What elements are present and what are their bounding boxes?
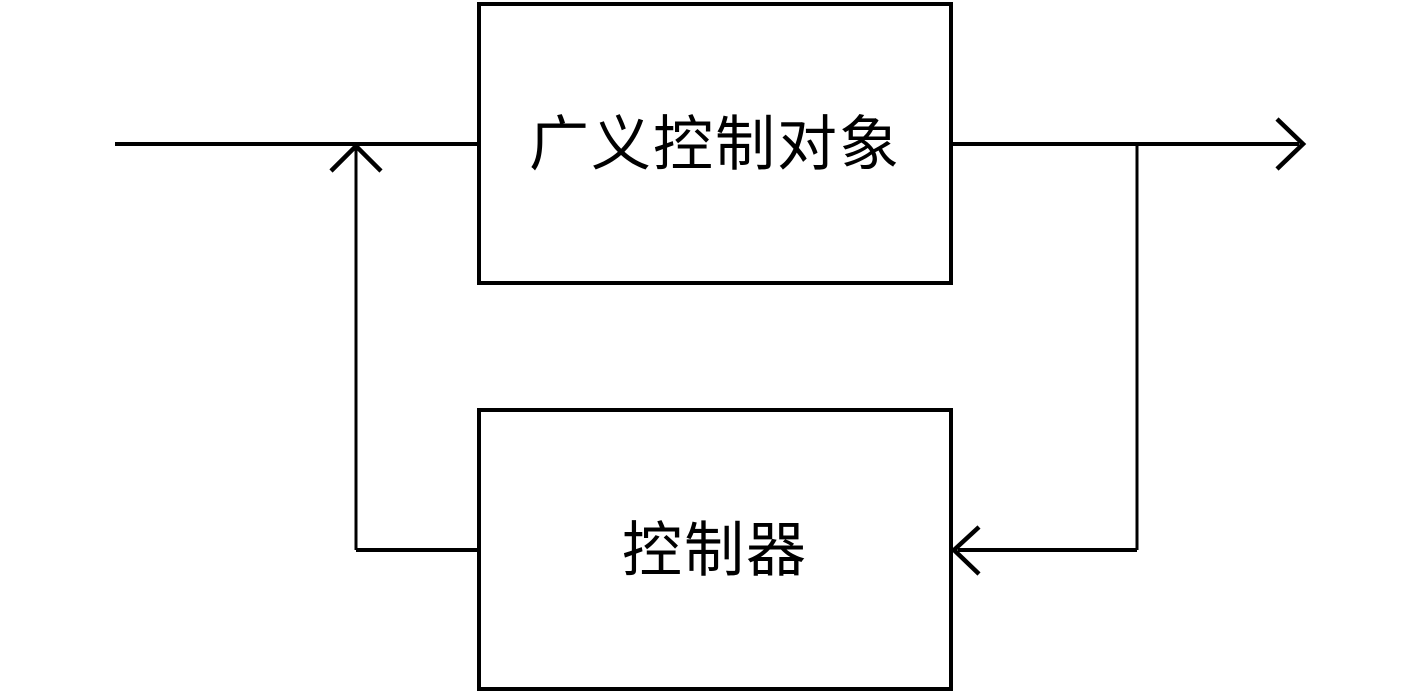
plant-label: 广义控制对象: [529, 110, 901, 180]
controller-label: 控制器: [622, 516, 808, 586]
arrow-right-icon: [1275, 117, 1307, 171]
diagram-lines: [115, 2, 1307, 691]
arrow-up-icon: [329, 142, 383, 173]
arrow-left-icon: [950, 525, 981, 576]
